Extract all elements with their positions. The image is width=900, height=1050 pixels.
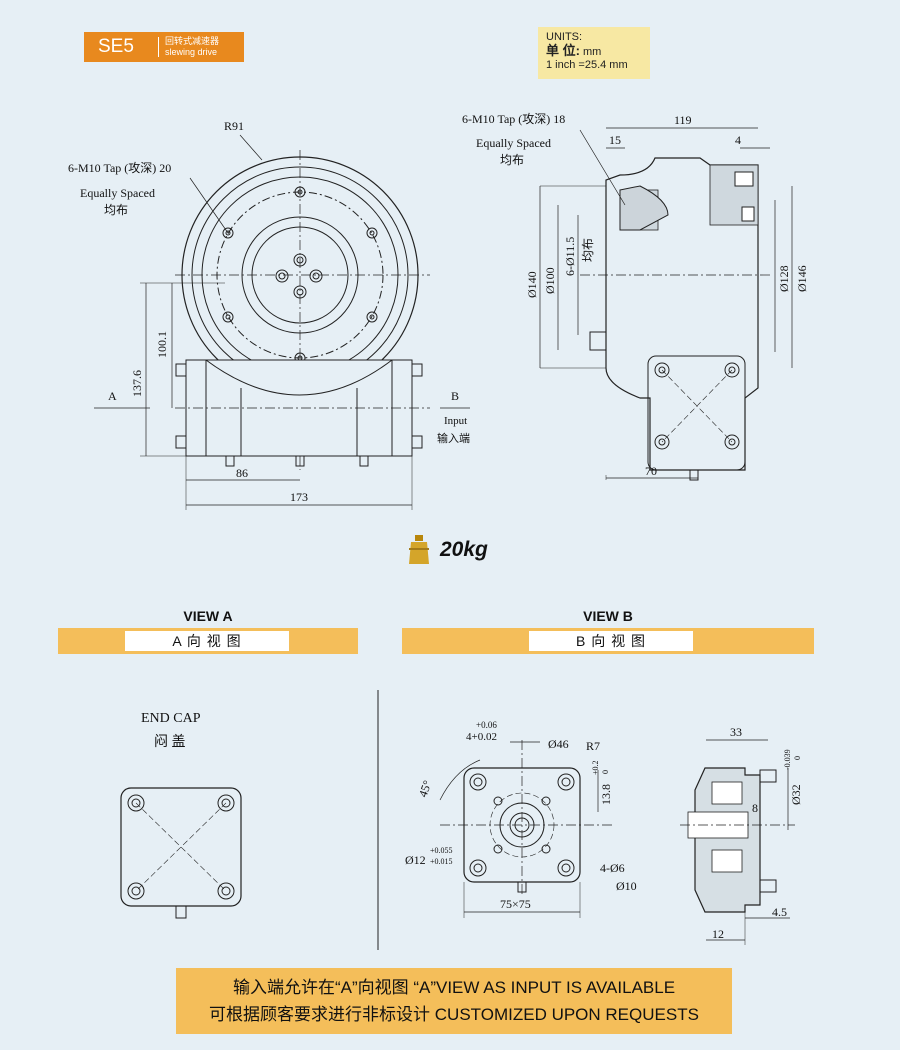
input-cn: 输入端: [437, 431, 470, 445]
endcap-en: END CAP: [141, 711, 201, 726]
input-note: 输入端允许在“A”向视图 “A”VIEW AS INPUT IS AVAILAB…: [176, 968, 732, 1034]
front-view: [94, 134, 470, 510]
front-view-labels: R91 6-M10 Tap (攻深) 20 Equally Spaced 均布 …: [68, 119, 470, 504]
model-code: SE5: [98, 36, 134, 57]
tol-13-8-up: +0.2: [591, 760, 600, 775]
units-unit: mm: [583, 46, 602, 58]
bolt-holes: [222, 186, 378, 364]
d32-label: Ø32: [789, 784, 803, 805]
label-a: A: [108, 389, 117, 403]
height-100: 100.1: [155, 331, 169, 358]
subtitle-en: slewing drive: [165, 47, 218, 57]
side-view-labels: 6-M10 Tap (攻深) 18 Equally Spaced 均布 15 1…: [462, 112, 809, 478]
front-tap-spec: 6-M10 Tap (攻深) 20: [68, 161, 171, 175]
model-subtitle: 回转式减速器 slewing drive: [165, 36, 219, 58]
tol-up: +0.06: [476, 720, 497, 730]
view-b-bar: B 向 视 图: [402, 628, 814, 654]
weight-icon: [409, 535, 429, 564]
square-label: 75×75: [500, 897, 531, 911]
note-line-2: 可根据顾客要求进行非标设计 CUSTOMIZED UPON REQUESTS: [209, 1005, 699, 1024]
d146-label: Ø146: [795, 265, 809, 292]
units-box: UNITS: 单 位: mm 1 inch =25.4 mm: [538, 27, 650, 79]
side-spacing-en: Equally Spaced: [476, 136, 551, 150]
d12-label: Ø12: [405, 853, 426, 867]
units-label: 单 位:: [546, 43, 580, 58]
d46-label: Ø46: [548, 737, 569, 751]
view-b-subtitle: B 向 视 图: [528, 630, 694, 652]
counterbore-label: Ø10: [616, 879, 637, 893]
dim-4-5: 4.5: [772, 905, 787, 919]
height-137: 137.6: [130, 370, 144, 397]
weight-value: 20kg: [440, 538, 488, 561]
view-b-drawing: [439, 739, 795, 945]
tol-12-low: +0.015: [430, 857, 453, 866]
d128-label: Ø128: [777, 265, 791, 292]
units-title: UNITS:: [546, 31, 583, 43]
holes-b-label: 4-Ø6: [600, 861, 625, 875]
view-a-drawing: [120, 787, 242, 919]
tol-32-low: 0: [793, 756, 802, 760]
divider: [158, 37, 159, 57]
units-conversion: 1 inch =25.4 mm: [546, 59, 628, 71]
holes-cn-label: 均布: [581, 238, 595, 262]
view-a-title: VIEW A: [183, 608, 233, 624]
model-badge: SE5 回转式减速器 slewing drive: [84, 32, 244, 62]
dim-70: 70: [645, 464, 657, 478]
radius-label: R91: [224, 119, 244, 133]
view-a-subtitle: A 向 视 图: [124, 630, 290, 652]
d100-label: Ø100: [543, 267, 557, 294]
dim-15: 15: [609, 133, 621, 147]
width-86: 86: [236, 466, 248, 480]
view-b-title: VIEW B: [583, 608, 633, 624]
dim-13-8: 13.8: [599, 784, 613, 805]
tol-low: 4+0.02: [466, 731, 497, 743]
tol-13-8-low: 0: [601, 770, 610, 774]
dim-4: 4: [735, 133, 741, 147]
side-tap-spec: 6-M10 Tap (攻深) 18: [462, 112, 565, 126]
tol-12-up: +0.055: [430, 846, 453, 855]
input-en: Input: [444, 415, 467, 427]
holes-label: 6-Ø11.5: [563, 237, 577, 276]
dim-8: 8: [752, 801, 758, 815]
endcap-cn: 闷 盖: [154, 734, 186, 750]
dim-33: 33: [730, 725, 742, 739]
front-spacing-en: Equally Spaced: [80, 186, 155, 200]
view-b-labels: +0.06 4+0.02 Ø46 R7 45° 13.8 +0.2 0 Ø12 …: [405, 720, 803, 941]
view-a-bar: A 向 视 图: [58, 628, 358, 654]
tol-32-up: -0.039: [783, 749, 792, 770]
angle-label: 45°: [416, 778, 435, 799]
dim-12: 12: [712, 927, 724, 941]
subtitle-cn: 回转式减速器: [165, 36, 220, 46]
side-spacing-cn: 均布: [500, 153, 524, 167]
side-view: [539, 127, 793, 481]
front-spacing-cn: 均布: [104, 203, 128, 217]
label-b: B: [451, 389, 459, 403]
weight-indicator: 20kg: [408, 534, 488, 566]
r7-label: R7: [586, 739, 600, 753]
note-line-1: 输入端允许在“A”向视图 “A”VIEW AS INPUT IS AVAILAB…: [232, 978, 676, 997]
dim-119: 119: [674, 113, 692, 127]
d140-label: Ø140: [525, 271, 539, 298]
width-173: 173: [290, 490, 308, 504]
